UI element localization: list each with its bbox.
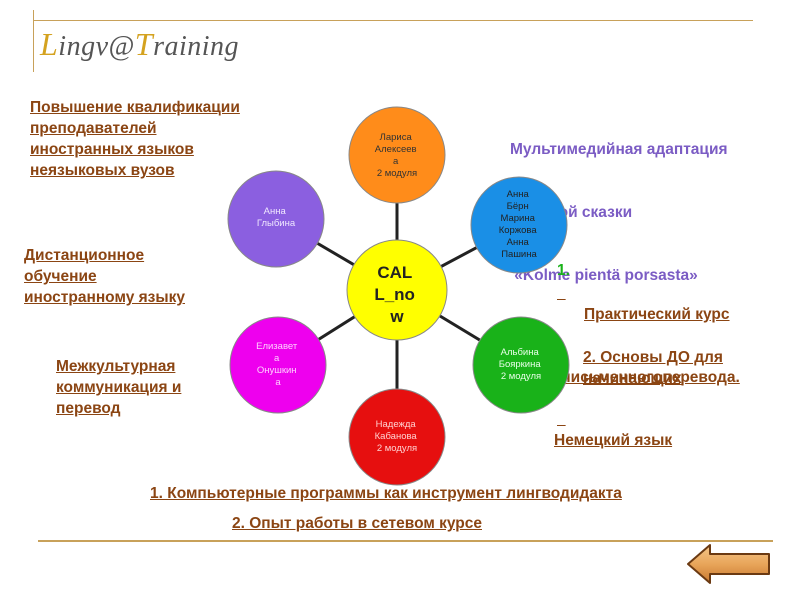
bottom-item-1: 1. Компьютерные программы как инструмент… [150, 485, 622, 502]
svg-text:Анна Глыбина: Анна Глыбина [257, 206, 296, 229]
node-label: Лариса [380, 132, 413, 143]
text-line: коммуникация и [56, 379, 182, 396]
text-line: начинающих [583, 370, 682, 387]
node-label: Елизавет [256, 341, 298, 352]
node-elizaveta: Елизавет а Онушкин а [229, 316, 327, 414]
node-label: а [274, 353, 280, 364]
center-label: CAL [377, 263, 412, 282]
bottom-item-2: 2. Опыт работы в сетевом курсе [232, 515, 482, 532]
node-anna-glybina: Анна Глыбина [227, 170, 325, 268]
node-circle [229, 316, 327, 414]
back-arrow-icon [687, 544, 770, 584]
node-circle [470, 176, 568, 274]
text-line: преподавателей [30, 120, 157, 137]
node-label: Анна [507, 189, 530, 200]
topic-distance-basics: 2. Основы ДО для начинающих [583, 347, 723, 389]
back-arrow-button[interactable] [686, 543, 772, 585]
text-line: Межкультурная [56, 358, 176, 375]
node-label: Бёрн [507, 201, 529, 212]
node-anna-bern: Анна Бёрн Марина Коржова Анна Пашина [470, 176, 568, 274]
node-label: Бояркина [499, 359, 542, 370]
node-albina: Альбина Бояркина 2 модуля [472, 316, 570, 414]
node-nadezhda: Надежда Кабанова 2 модуля [348, 388, 446, 486]
center-label: w [389, 307, 404, 326]
text-line: Повышение квалификации [30, 99, 240, 116]
text-line: Практический курс [584, 306, 730, 323]
node-label: Альбина [501, 347, 540, 358]
node-label: Марина [500, 213, 535, 224]
topic-intercultural: Межкультурная коммуникация и перевод [56, 356, 181, 419]
svg-text:Анна Бёрн Марина: Анна Бёрн Марина Коржова Анна Пашина [499, 189, 540, 260]
node-circle [348, 106, 446, 204]
topic-teacher-training: Повышение квалификации преподавателей ин… [30, 97, 240, 181]
footer-rule [38, 540, 773, 542]
center-label: L_no [374, 285, 415, 304]
center-circle [346, 239, 448, 341]
text-line: «Kolme pientä porsasta» [510, 267, 698, 284]
logo: Lingv@Training [40, 26, 240, 62]
text-line: Немецкий язык [554, 432, 673, 449]
node-larisa: Лариса Алексеев а 2 модуля [348, 106, 446, 204]
node-label: Алексеев [375, 144, 417, 155]
text-line: обучение [24, 268, 97, 285]
text-line: 2. Основы ДО для [583, 349, 723, 366]
svg-text:Лариса Алексеев а: Лариса Алексеев а 2 модуля [375, 132, 419, 179]
center-node: CAL L_no w [346, 239, 448, 341]
node-label: Анна [264, 206, 287, 217]
svg-text:CAL L_no w: CAL L_no w [374, 263, 419, 326]
svg-text:Надежда Кабанова 2: Надежда Кабанова 2 модуля [375, 419, 420, 454]
node-label: а [275, 377, 281, 388]
header-rule [33, 20, 753, 21]
text-line: Мультимедийная адаптация [510, 141, 728, 158]
node-label: 2 модуля [377, 443, 417, 454]
node-label: Кабанова [375, 431, 418, 442]
node-label: а [393, 156, 399, 167]
svg-text:Елизавет а Онушкин: Елизавет а Онушкин а [256, 341, 300, 388]
node-label: Глыбина [257, 218, 296, 229]
node-circle [227, 170, 325, 268]
node-label: Пашина [501, 249, 537, 260]
text-line: перевод [56, 400, 121, 417]
node-label: Онушкин [257, 365, 297, 376]
list-number: 1. [557, 262, 570, 279]
svg-text:Альбина Бояркина 2: Альбина Бояркина 2 модуля [499, 347, 544, 382]
node-label: Надежда [376, 419, 417, 430]
text-line: неязыковых вузов [30, 162, 175, 179]
text-line: письменногоперевода. [557, 369, 740, 386]
text-line: иностранному языку [24, 289, 185, 306]
node-label: Анна [507, 237, 530, 248]
topic-distance-learning: Дистанционное обучение иностранному язык… [24, 245, 185, 308]
node-label: Коржова [499, 225, 538, 236]
topic-translation-course: Практический курс письменногоперевода. Н… [554, 262, 740, 472]
node-label: 2 модуля [501, 371, 541, 382]
node-label: 2 модуля [377, 168, 417, 179]
header-frame [33, 10, 34, 72]
node-circle [472, 316, 570, 414]
text-line: Дистанционное [24, 247, 145, 264]
node-circle [348, 388, 446, 486]
text-line: иностранных языков [30, 141, 194, 158]
